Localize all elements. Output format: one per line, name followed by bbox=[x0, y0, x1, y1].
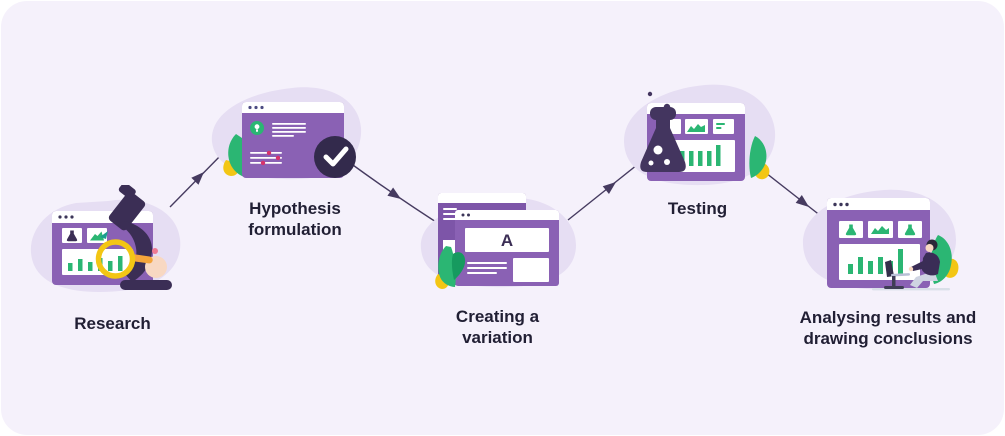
text-lines bbox=[443, 208, 457, 220]
leaf-icon bbox=[435, 246, 466, 289]
laptop-icon bbox=[885, 260, 894, 277]
chart-thumbnail-icon bbox=[90, 231, 104, 241]
variant-letter: A bbox=[501, 231, 513, 250]
slider-list bbox=[250, 150, 282, 166]
variation-illustration: A bbox=[420, 193, 576, 289]
window-dots-icon bbox=[248, 105, 264, 110]
leaf-icon bbox=[749, 136, 770, 180]
area-chart-thumbnail-icon bbox=[871, 226, 889, 234]
step-hypothesis-formulation: Hypothesis formulation bbox=[200, 78, 390, 241]
research-illustration bbox=[30, 185, 181, 292]
hypothesis-illustration bbox=[211, 87, 362, 180]
step-research: Research bbox=[20, 185, 205, 334]
magnifying-glass-icon bbox=[95, 239, 153, 279]
browser-window-front: A bbox=[455, 210, 559, 286]
step-label: Analysing results and drawing conclusion… bbox=[799, 308, 977, 349]
ground-line bbox=[872, 288, 950, 291]
laptop-stand bbox=[884, 260, 910, 289]
analysis-illustration bbox=[802, 189, 959, 291]
variant-letter-card bbox=[465, 228, 549, 252]
step-testing: Testing bbox=[605, 66, 790, 219]
flask-icon bbox=[904, 224, 916, 236]
flask-icon bbox=[66, 230, 78, 242]
step-label: Research bbox=[74, 314, 151, 333]
step-label: Testing bbox=[667, 199, 728, 218]
step-creating-a-variation: A Creating a variation bbox=[405, 178, 590, 349]
area-chart-thumbnail-icon bbox=[687, 124, 705, 132]
window-dots-icon bbox=[833, 202, 849, 207]
pink-dot bbox=[152, 248, 158, 254]
check-badge bbox=[314, 136, 356, 178]
flask-icon bbox=[845, 224, 857, 236]
step-label: Hypothesis formulation bbox=[248, 199, 342, 240]
testing-illustration bbox=[623, 84, 776, 186]
window-dots-icon bbox=[58, 215, 74, 219]
window-dots-icon bbox=[461, 213, 470, 217]
step-analysing-results: Analysing results and drawing conclusion… bbox=[778, 183, 998, 350]
checkmark-icon bbox=[323, 146, 349, 167]
microscope-icon bbox=[108, 185, 172, 290]
teal-cursor-icon bbox=[100, 231, 108, 239]
lightbulb-icon bbox=[254, 124, 260, 132]
dash-thumbnail-icon bbox=[716, 123, 725, 129]
person-at-laptop bbox=[908, 239, 940, 288]
browser-window bbox=[827, 198, 930, 288]
text-lines bbox=[467, 262, 507, 274]
lab-flask-icon bbox=[640, 91, 686, 172]
text-lines bbox=[272, 123, 306, 137]
step-label: Creating a variation bbox=[455, 307, 540, 348]
